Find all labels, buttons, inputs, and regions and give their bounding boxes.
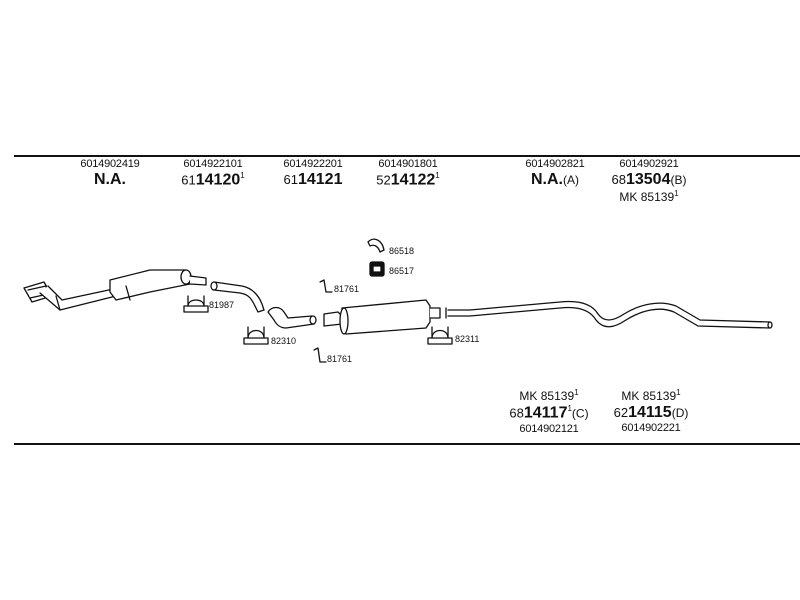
bottom-rule [14,443,800,445]
part-number: N.A. [94,170,126,188]
rubber-mount-86517 [369,261,385,277]
bottom-column-1: MK 851391 68141171(C) 6014902121 [494,388,604,435]
top-column-4: 6014901801 52141221 [353,158,463,189]
top-rule [14,155,800,157]
top-column-2: 6014922101 61141201 [158,158,268,189]
intermediate-pipe-2 [267,306,317,329]
part-number: 68141171(C) [509,403,589,422]
callout-86518: 86518 [389,246,415,256]
top-column-6: 6014902921 6813504(B) MK 851391 [594,158,704,205]
callout-81761-lower: 81761 [327,354,353,364]
oe-number: 6014902419 [80,158,140,170]
oe-number: 6014922101 [183,158,243,170]
mounting-kit: MK 851391 [619,189,679,205]
callout-82311: 82311 [455,334,480,344]
top-column-1: 6014902419 N.A. [60,158,160,189]
part-number: N.A.(A) [531,170,579,188]
bracket-81761-lower [313,347,327,363]
callout-81987: 81987 [209,300,235,310]
callout-86517: 86517 [389,266,415,276]
part-number: 6214115(D) [613,403,689,421]
callout-82310: 82310 [271,336,297,346]
front-silencer [109,269,207,301]
callout-81761-upper: 81761 [334,284,360,294]
clamp-81987 [183,295,209,313]
part-number: 6114121 [283,170,343,188]
top-column-5: 6014902821 N.A.(A) [500,158,610,189]
oe-number: 6014902221 [621,422,681,435]
mounting-kit: MK 851391 [621,388,681,403]
part-number: 61141201 [181,170,245,188]
bracket-81761-upper [319,279,333,293]
hanger-86518 [367,238,385,253]
oe-number: 6014901801 [378,158,438,170]
mounting-kit: MK 851391 [519,388,579,403]
intermediate-pipe-1 [210,281,265,313]
tail-pipe [445,300,773,329]
oe-number: 6014902921 [619,158,679,170]
bottom-column-2: MK 851391 6214115(D) 6014902221 [596,388,706,435]
oe-number: 6014902121 [519,422,579,435]
oe-number: 6014922201 [283,158,343,170]
top-column-3: 6014922201 6114121 [258,158,368,189]
clamp-82310 [243,326,269,345]
clamp-82311 [427,326,453,345]
oe-number: 6014902821 [525,158,585,170]
front-pipe [23,281,119,311]
rear-silencer [323,299,441,335]
part-number: 6813504(B) [611,170,687,188]
part-number: 52141221 [376,170,440,188]
